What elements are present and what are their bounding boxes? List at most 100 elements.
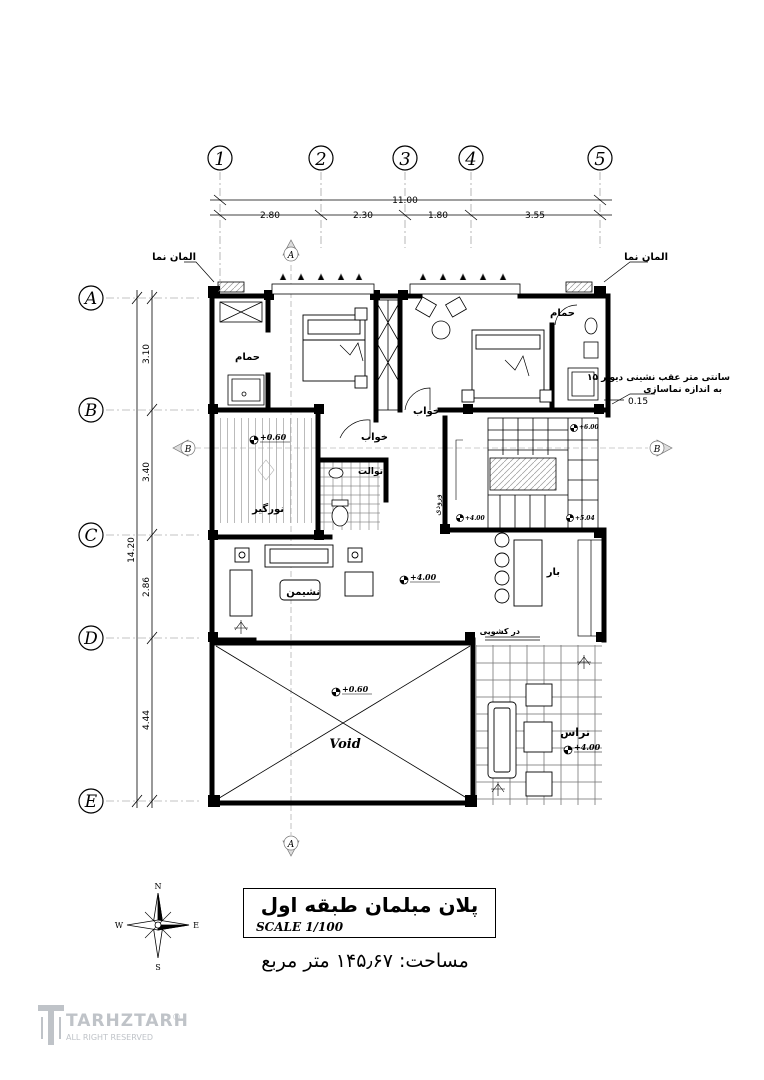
door-bedroom-2 — [404, 387, 431, 411]
grid-bubble-4: 4 — [458, 145, 484, 171]
svg-text:+5.04: +5.04 — [575, 515, 595, 522]
stairs — [455, 417, 599, 529]
door-bath-right — [554, 304, 578, 326]
grid-label-1: 1 — [214, 149, 225, 170]
leaders-facade — [184, 261, 648, 283]
brand-sub: ALL RIGHT RESERVED — [66, 1033, 154, 1042]
columns — [208, 286, 606, 807]
door-bedroom-1 — [339, 419, 371, 439]
dim-row-span-2: 3.40 — [142, 462, 152, 482]
grid-label-2: 2 — [314, 149, 326, 170]
compass-w: W — [115, 921, 124, 930]
dim-span-2: 2.30 — [353, 211, 373, 221]
plan-area: مساحت: ۱۴۵٫۶۷ متر مربع — [261, 950, 469, 972]
svg-text:B: B — [184, 445, 192, 455]
dim-row-span-4: 4.44 — [142, 710, 152, 730]
title-block: پلان مبلمان طبقه اول SCALE 1/100 — [243, 888, 496, 938]
grid-bubble-1: 1 — [207, 145, 233, 171]
grid-bubble-5: 5 — [587, 145, 613, 171]
level-marker-stair-right: +5.04 — [566, 514, 595, 522]
level-marker-skylight: +0.60 — [249, 432, 290, 445]
column-bubbles: 1 2 3 4 5 — [207, 145, 613, 171]
section-marker-b-left: B — [172, 439, 196, 457]
bedroom-1-wardrobe — [377, 299, 399, 411]
level-marker-stair-top: +6.00 — [570, 424, 599, 432]
bath-left — [219, 301, 265, 406]
dim-row-span-3: 2.86 — [142, 577, 152, 597]
label-bath-left: حمام — [235, 352, 260, 363]
svg-text:A: A — [287, 840, 295, 850]
level-marker-living: +4.00 — [399, 572, 440, 585]
grid-label-4: 4 — [464, 149, 476, 170]
dim-offset: 0.15 — [628, 397, 648, 407]
section-marker-a-bottom: A — [282, 835, 300, 857]
compass-e: E — [193, 921, 199, 930]
living-plant — [234, 620, 248, 634]
section-marker-b-right: B — [649, 439, 673, 457]
svg-text:+0.60: +0.60 — [342, 684, 369, 694]
dim-span-3: 1.80 — [428, 211, 448, 221]
grid-bubble-d: D — [78, 625, 104, 651]
plan-scale: SCALE 1/100 — [256, 920, 344, 934]
grid-label-b: B — [84, 401, 98, 421]
label-bath-right: حمام — [550, 308, 575, 319]
dim-span-4: 3.55 — [525, 211, 545, 221]
grid-label-a: A — [83, 289, 97, 309]
bedroom-2-chairs — [415, 296, 467, 340]
label-bar: بار — [546, 567, 560, 578]
level-marker-terrace: +4.00 — [563, 742, 602, 755]
plan-title: پلان مبلمان طبقه اول — [260, 893, 479, 917]
wall-note-line-1: ۱۵ سانتی متر عقب نشینی دیوار — [587, 373, 730, 383]
grid-bubble-c: C — [78, 522, 104, 548]
brand-watermark: TARHZTARH ALL RIGHT RESERVED ® — [38, 1003, 188, 1053]
bar-window — [577, 539, 605, 637]
grid-bubble-2: 2 — [308, 145, 334, 171]
terrace-plants — [491, 655, 591, 796]
planter-top-right — [409, 273, 521, 295]
label-bedroom-1: خواب — [361, 432, 388, 443]
label-terrace: تراس — [560, 726, 590, 739]
bedroom-2-bed — [461, 329, 553, 403]
dim-total-height: 14.20 — [127, 537, 137, 563]
svg-text:+4.00: +4.00 — [574, 742, 601, 752]
living-furniture — [229, 544, 374, 617]
svg-text:+4.00: +4.00 — [465, 515, 485, 522]
bath-right — [567, 317, 599, 401]
grid-label-3: 3 — [399, 149, 410, 170]
facade-element-left — [217, 281, 245, 293]
dim-total-width: 11.00 — [392, 196, 418, 206]
svg-text:+4.00: +4.00 — [410, 572, 437, 582]
bar-counter — [494, 532, 543, 607]
grid-lines — [106, 172, 601, 802]
north-arrow — [126, 892, 190, 959]
wall-note-line-2: به اندازه نماسازی — [643, 385, 722, 395]
row-bubbles: A B C D E — [78, 285, 104, 814]
grid-bubble-a: A — [78, 285, 104, 311]
toilet-fixtures — [328, 467, 349, 527]
left-dimensions — [131, 290, 158, 808]
label-stairs-entry: ورودی — [433, 494, 442, 516]
facade-element-right — [565, 281, 593, 293]
compass-n: N — [155, 882, 162, 891]
sliding-door — [485, 636, 540, 641]
label-facade-right: المان نما — [624, 252, 668, 263]
skylight-hatch — [218, 418, 318, 523]
label-void: Void — [329, 737, 361, 752]
level-marker-stair-left: +4.00 — [456, 514, 485, 522]
grid-label-d: D — [83, 629, 98, 649]
svg-text:A: A — [287, 251, 295, 261]
label-living: نشیمن — [286, 587, 320, 598]
dim-span-1: 2.80 — [260, 211, 280, 221]
grid-bubble-b: B — [78, 397, 104, 423]
grid-label-e: E — [84, 792, 98, 812]
svg-text:+0.60: +0.60 — [260, 432, 287, 442]
top-dimensions — [210, 194, 612, 221]
wall-note-leader — [611, 393, 655, 405]
grid-label-5: 5 — [594, 149, 605, 170]
svg-text:+6.00: +6.00 — [579, 424, 599, 431]
compass-s: S — [155, 963, 160, 972]
grid-label-c: C — [84, 526, 97, 546]
grid-bubble-e: E — [78, 788, 104, 814]
grid-bubble-3: 3 — [392, 145, 418, 171]
